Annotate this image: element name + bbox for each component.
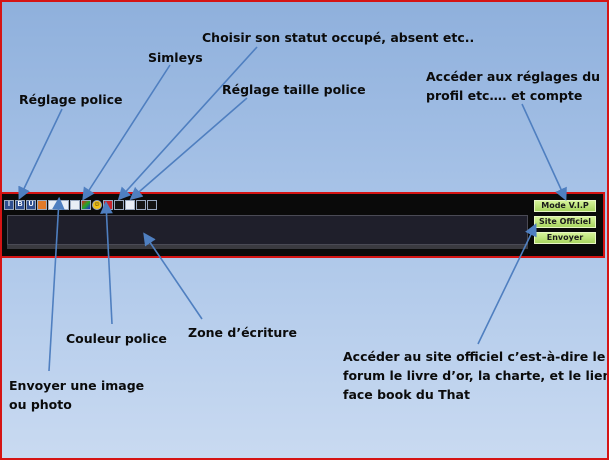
callout-profil: Accéder aux réglages du profil etc…. et … [426,67,600,105]
brush-icon[interactable] [37,200,47,210]
arrow-reglage-taille [129,97,248,201]
callout-image-line1: Envoyer une image [9,378,145,393]
callout-profil-line1: Accéder aux réglages du [426,69,601,84]
callout-profil-line2: profil etc…. et compte [426,88,583,103]
status-icon[interactable] [147,200,157,210]
callout-image: Envoyer une image ou photo [9,376,144,414]
italic-button[interactable]: I [4,200,14,210]
callout-reglage-taille: Réglage taille police [222,82,366,97]
callout-site-line2: forum le livre d’or, la charte, et le li… [343,368,609,383]
arrow-image [48,196,65,372]
underline-button[interactable]: U [26,200,36,210]
pencil-icon[interactable] [70,200,80,210]
display-icon[interactable] [114,200,124,210]
callout-site: Accéder au site officiel c’est-à-dire le… [343,347,609,404]
callout-reglage-police: Réglage police [19,92,123,107]
message-input-shadow [7,245,528,249]
arrow-profil [521,103,567,201]
arrow-statut [117,46,258,201]
arrow-couleur [100,200,113,325]
callout-statut: Choisir son statut occupé, absent etc.. [202,30,475,45]
bold-button[interactable]: B [15,200,25,210]
message-input[interactable] [7,215,528,245]
arrow-zone [143,232,203,320]
cursor-icon[interactable] [136,200,146,210]
arrow-simleys [82,64,171,201]
send-button[interactable]: Envoyer [534,232,596,244]
callout-zone: Zone d’écriture [188,325,297,340]
arrow-reglage-police [18,108,63,200]
callout-simleys: Simleys [148,50,203,65]
callout-image-line2: ou photo [9,397,72,412]
callout-site-line1: Accéder au site officiel c’est-à-dire le [343,349,606,364]
callout-site-line3: face book du That [343,387,470,402]
arrow-site [477,223,537,345]
site-button[interactable]: Site Officiel [534,216,596,228]
callout-couleur: Couleur police [66,331,167,346]
font-size-icon[interactable] [125,200,135,210]
